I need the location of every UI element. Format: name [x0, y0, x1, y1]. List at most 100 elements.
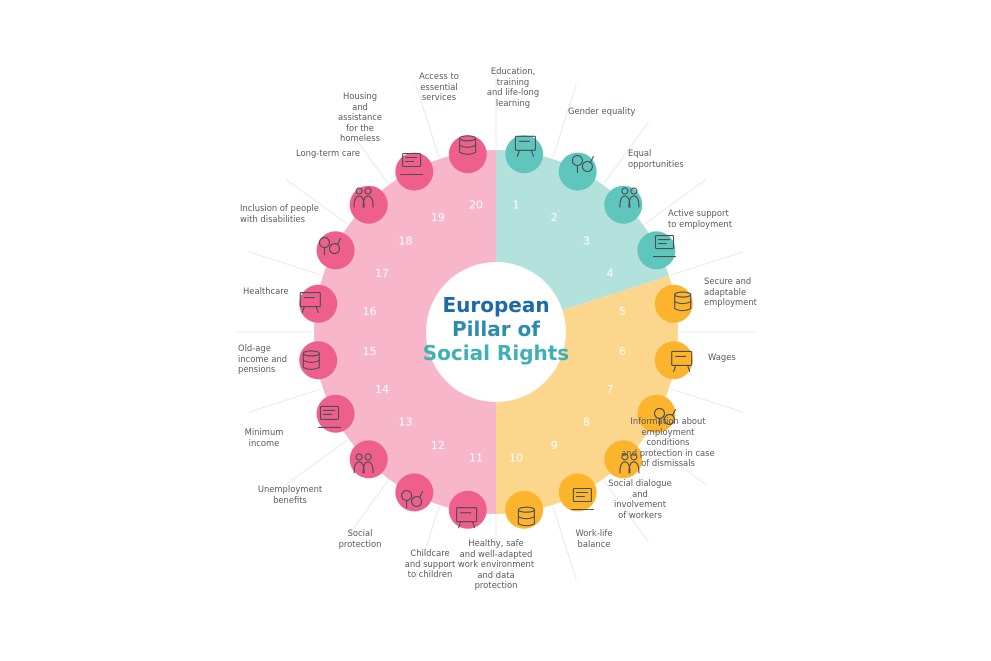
principle-label-8: Social dialogue and involvement of worke…: [608, 478, 672, 520]
principle-label-10: Healthy, safe and well-adapted work envi…: [457, 538, 535, 591]
divider-line-4: [670, 251, 744, 276]
principle-number-9: 9: [551, 439, 558, 452]
principle-label-4: Active support to employment: [668, 208, 733, 229]
principle-badge-15: [299, 341, 338, 380]
divider-line-13: [285, 439, 348, 486]
divider-line-6: [670, 388, 744, 413]
principle-label-1: Education, training and life-long learni…: [486, 66, 540, 108]
divider-line-1: [552, 84, 577, 158]
principle-label-3: Equal opportunities: [628, 148, 684, 169]
workers-helmet-icon: [674, 291, 692, 312]
principle-badge-18: [349, 185, 388, 224]
teaching-board-icon: [514, 135, 536, 157]
principle-number-10: 10: [509, 451, 523, 464]
principle-number-7: 7: [607, 383, 614, 396]
handshake-icon: [619, 453, 640, 474]
divider-line-9: [552, 506, 577, 580]
safety-worker-icon: [517, 506, 535, 527]
principle-badge-6: [654, 341, 693, 380]
principle-label-19: Housing and assistance for the homeless: [337, 91, 383, 144]
principle-badge-1: [505, 135, 544, 174]
principle-number-13: 13: [399, 416, 413, 429]
principle-badge-16: [299, 284, 338, 323]
elderly-care-icon: [353, 187, 374, 208]
principle-label-11: Childcare and support to children: [404, 548, 456, 580]
divider-line-17: [285, 178, 348, 225]
principle-number-4: 4: [607, 267, 614, 280]
divider-line-11: [415, 506, 440, 580]
house-bed-icon: [400, 152, 424, 176]
principle-label-2: Gender equality: [568, 106, 636, 116]
center-circle: [426, 262, 566, 402]
medical-kit-icon: [299, 292, 321, 314]
info-shield-icon: [653, 407, 677, 426]
principle-number-11: 11: [469, 451, 483, 464]
chapter-3-sector: [314, 150, 496, 514]
principle-number-8: 8: [583, 416, 590, 429]
principle-number-3: 3: [583, 235, 590, 248]
principle-badge-12: [395, 473, 434, 512]
principle-label-6: Wages: [708, 352, 736, 362]
principle-label-13: Unemployment benefits: [257, 484, 323, 505]
coins-hand-icon: [317, 405, 342, 428]
principle-label-16: Healthcare: [243, 286, 289, 296]
presentation-group-icon: [652, 235, 677, 258]
coins-growth-icon: [671, 350, 693, 372]
principle-number-1: 1: [513, 199, 520, 212]
principle-number-5: 5: [619, 305, 626, 318]
disability-desk-icon: [318, 237, 342, 256]
protection-people-icon: [401, 489, 424, 509]
divider-line-8: [603, 480, 650, 543]
principle-number-12: 12: [431, 439, 445, 452]
principle-badge-13: [349, 440, 388, 479]
divider-lines: [236, 72, 756, 592]
principle-label-5: Secure and adaptable employment: [704, 276, 757, 308]
center-disc: European Pillar of Social Rights: [423, 262, 569, 402]
mother-child-icon: [456, 507, 478, 529]
pension-document-icon: [302, 350, 320, 370]
principle-label-12: Social protection: [338, 528, 382, 549]
principle-badge-10: [505, 490, 544, 529]
divider-line-3: [644, 178, 707, 225]
principle-label-20: Access to essential services: [419, 71, 459, 103]
principle-badge-14: [316, 394, 355, 433]
principle-number-19: 19: [431, 211, 445, 224]
principle-number-6: 6: [619, 345, 626, 358]
divider-line-7: [644, 439, 707, 486]
principle-number-15: 15: [363, 345, 377, 358]
principle-label-14: Minimum income: [244, 427, 284, 448]
principle-badge-19: [395, 152, 434, 191]
divider-line-16: [248, 251, 322, 276]
principle-badge-5: [654, 284, 693, 323]
principle-label-17: Inclusion of people with disabilities: [240, 203, 319, 224]
divider-line-19: [415, 84, 440, 158]
title-line-1: European: [442, 293, 549, 317]
principle-label-15: Old-age income and pensions: [238, 343, 288, 375]
principle-number-17: 17: [375, 267, 389, 280]
principle-badge-3: [604, 185, 643, 224]
title-line-2: Pillar of: [452, 317, 540, 341]
principle-number-14: 14: [375, 383, 389, 396]
divider-line-2: [603, 121, 650, 184]
divider-line-14: [248, 388, 322, 413]
principle-label-9: Work-life balance: [575, 528, 613, 549]
gender-symbols-icon: [571, 154, 594, 174]
principle-label-7: Information about employment conditions …: [621, 416, 715, 469]
title-line-3: Social Rights: [423, 341, 569, 365]
principle-number-16: 16: [363, 305, 377, 318]
principle-badges: [299, 135, 693, 529]
wheelchair-people-icon: [619, 187, 640, 208]
principle-number-18: 18: [399, 235, 413, 248]
principle-number-20: 20: [469, 199, 483, 212]
hand-check-icon: [459, 135, 477, 155]
principle-badge-11: [448, 490, 487, 529]
principle-label-18: Long-term care: [296, 148, 360, 158]
divider-line-12: [342, 480, 389, 543]
principle-badge-17: [316, 231, 355, 270]
principle-badge-4: [637, 231, 676, 270]
principle-number-2: 2: [551, 211, 558, 224]
work-life-balance-icon: [570, 487, 594, 511]
umbrella-family-icon: [353, 453, 374, 474]
